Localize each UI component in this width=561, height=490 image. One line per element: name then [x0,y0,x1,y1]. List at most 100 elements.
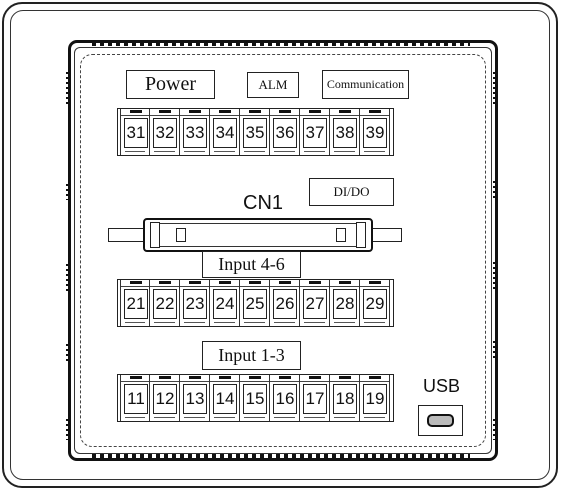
terminal: 23 [180,280,210,326]
cn1-right-flange [368,228,402,242]
alm-label: ALM [247,72,299,98]
cn1-label: CN1 [243,192,284,214]
cn1-left-key [176,228,186,242]
terminal-number: 15 [243,384,267,414]
terminal: 16 [270,375,300,421]
terminal: 38 [330,109,360,155]
terminal: 26 [270,280,300,326]
right-vent-marks [493,419,498,440]
terminal-screw-tab [249,110,261,113]
terminal: 18 [330,375,360,421]
di-do-label: DI/DO [309,178,394,206]
terminal-screw-tab [219,376,231,379]
left-vent-marks [66,344,71,361]
terminal: 22 [150,280,180,326]
terminal-number: 21 [124,289,148,319]
terminal-number: 18 [333,384,357,414]
terminal-number: 31 [124,118,148,148]
usb-connector-slot [427,414,454,427]
terminal: 32 [150,109,180,155]
terminal: 31 [120,109,150,155]
left-vent-marks [66,184,71,200]
terminal: 37 [300,109,330,155]
terminal-screw-tab [279,281,291,284]
terminal: 36 [270,109,300,155]
terminal-screw-tab [279,110,291,113]
right-vent-marks [493,341,498,358]
terminal-screw-tab [189,376,201,379]
cn1-right-key [336,228,346,242]
terminal-number: 24 [213,289,237,319]
terminal-screw-tab [130,281,142,284]
terminal-screw-tab [339,110,351,113]
terminal-number: 28 [333,289,357,319]
terminal-screw-tab [249,376,261,379]
terminal: 33 [180,109,210,155]
terminal-screw-tab [309,376,321,379]
terminal: 27 [300,280,330,326]
terminal-number: 37 [303,118,327,148]
terminal-number: 13 [183,384,207,414]
terminal: 21 [120,280,150,326]
terminal: 28 [330,280,360,326]
terminal-number: 34 [213,118,237,148]
cn1-left-latch [150,222,160,248]
terminal: 34 [210,109,240,155]
terminal-number: 23 [183,289,207,319]
terminal-screw-tab [369,110,381,113]
terminal-screw-tab [130,376,142,379]
terminal-number: 11 [124,384,148,414]
terminal: 14 [210,375,240,421]
terminal-number: 35 [243,118,267,148]
inner-frame [10,10,550,480]
terminal-number: 25 [243,289,267,319]
terminal-screw-tab [309,110,321,113]
terminal-number: 16 [273,384,297,414]
power-label: Power [126,70,215,99]
bottom-vent-marks [92,454,470,458]
terminal-number: 38 [333,118,357,148]
terminal: 29 [360,280,390,326]
input-1-3-label: Input 1-3 [202,341,301,370]
terminal-screw-tab [339,281,351,284]
terminal-screw-tab [219,110,231,113]
device-dashed-outline [80,54,486,447]
terminal-number: 12 [153,384,177,414]
terminal: 35 [240,109,270,155]
usb-label: USB [423,376,461,396]
terminal-number: 17 [303,384,327,414]
terminal-screw-tab [159,110,171,113]
left-vent-marks [66,72,71,106]
right-vent-marks [493,72,498,106]
terminal-number: 39 [363,118,387,148]
terminal: 11 [120,375,150,421]
terminal-screw-tab [309,281,321,284]
terminal-number: 14 [213,384,237,414]
terminal-screw-tab [219,281,231,284]
terminal-number: 22 [153,289,177,319]
terminal: 17 [300,375,330,421]
input-4-6-label: Input 4-6 [202,251,301,278]
terminal-screw-tab [189,110,201,113]
terminal-screw-tab [369,376,381,379]
terminal: 19 [360,375,390,421]
terminal-number: 27 [303,289,327,319]
terminal: 24 [210,280,240,326]
terminal-number: 26 [273,289,297,319]
cn1-left-flange [108,228,148,242]
terminal-screw-tab [159,376,171,379]
right-vent-marks [493,181,498,200]
terminal-screw-tab [279,376,291,379]
terminal-screw-tab [339,376,351,379]
terminal: 12 [150,375,180,421]
right-vent-marks [493,262,498,290]
terminal: 13 [180,375,210,421]
device-body [68,40,498,461]
terminal-screw-tab [130,110,142,113]
left-vent-marks [66,419,71,440]
communication-label: Communication [322,70,409,99]
